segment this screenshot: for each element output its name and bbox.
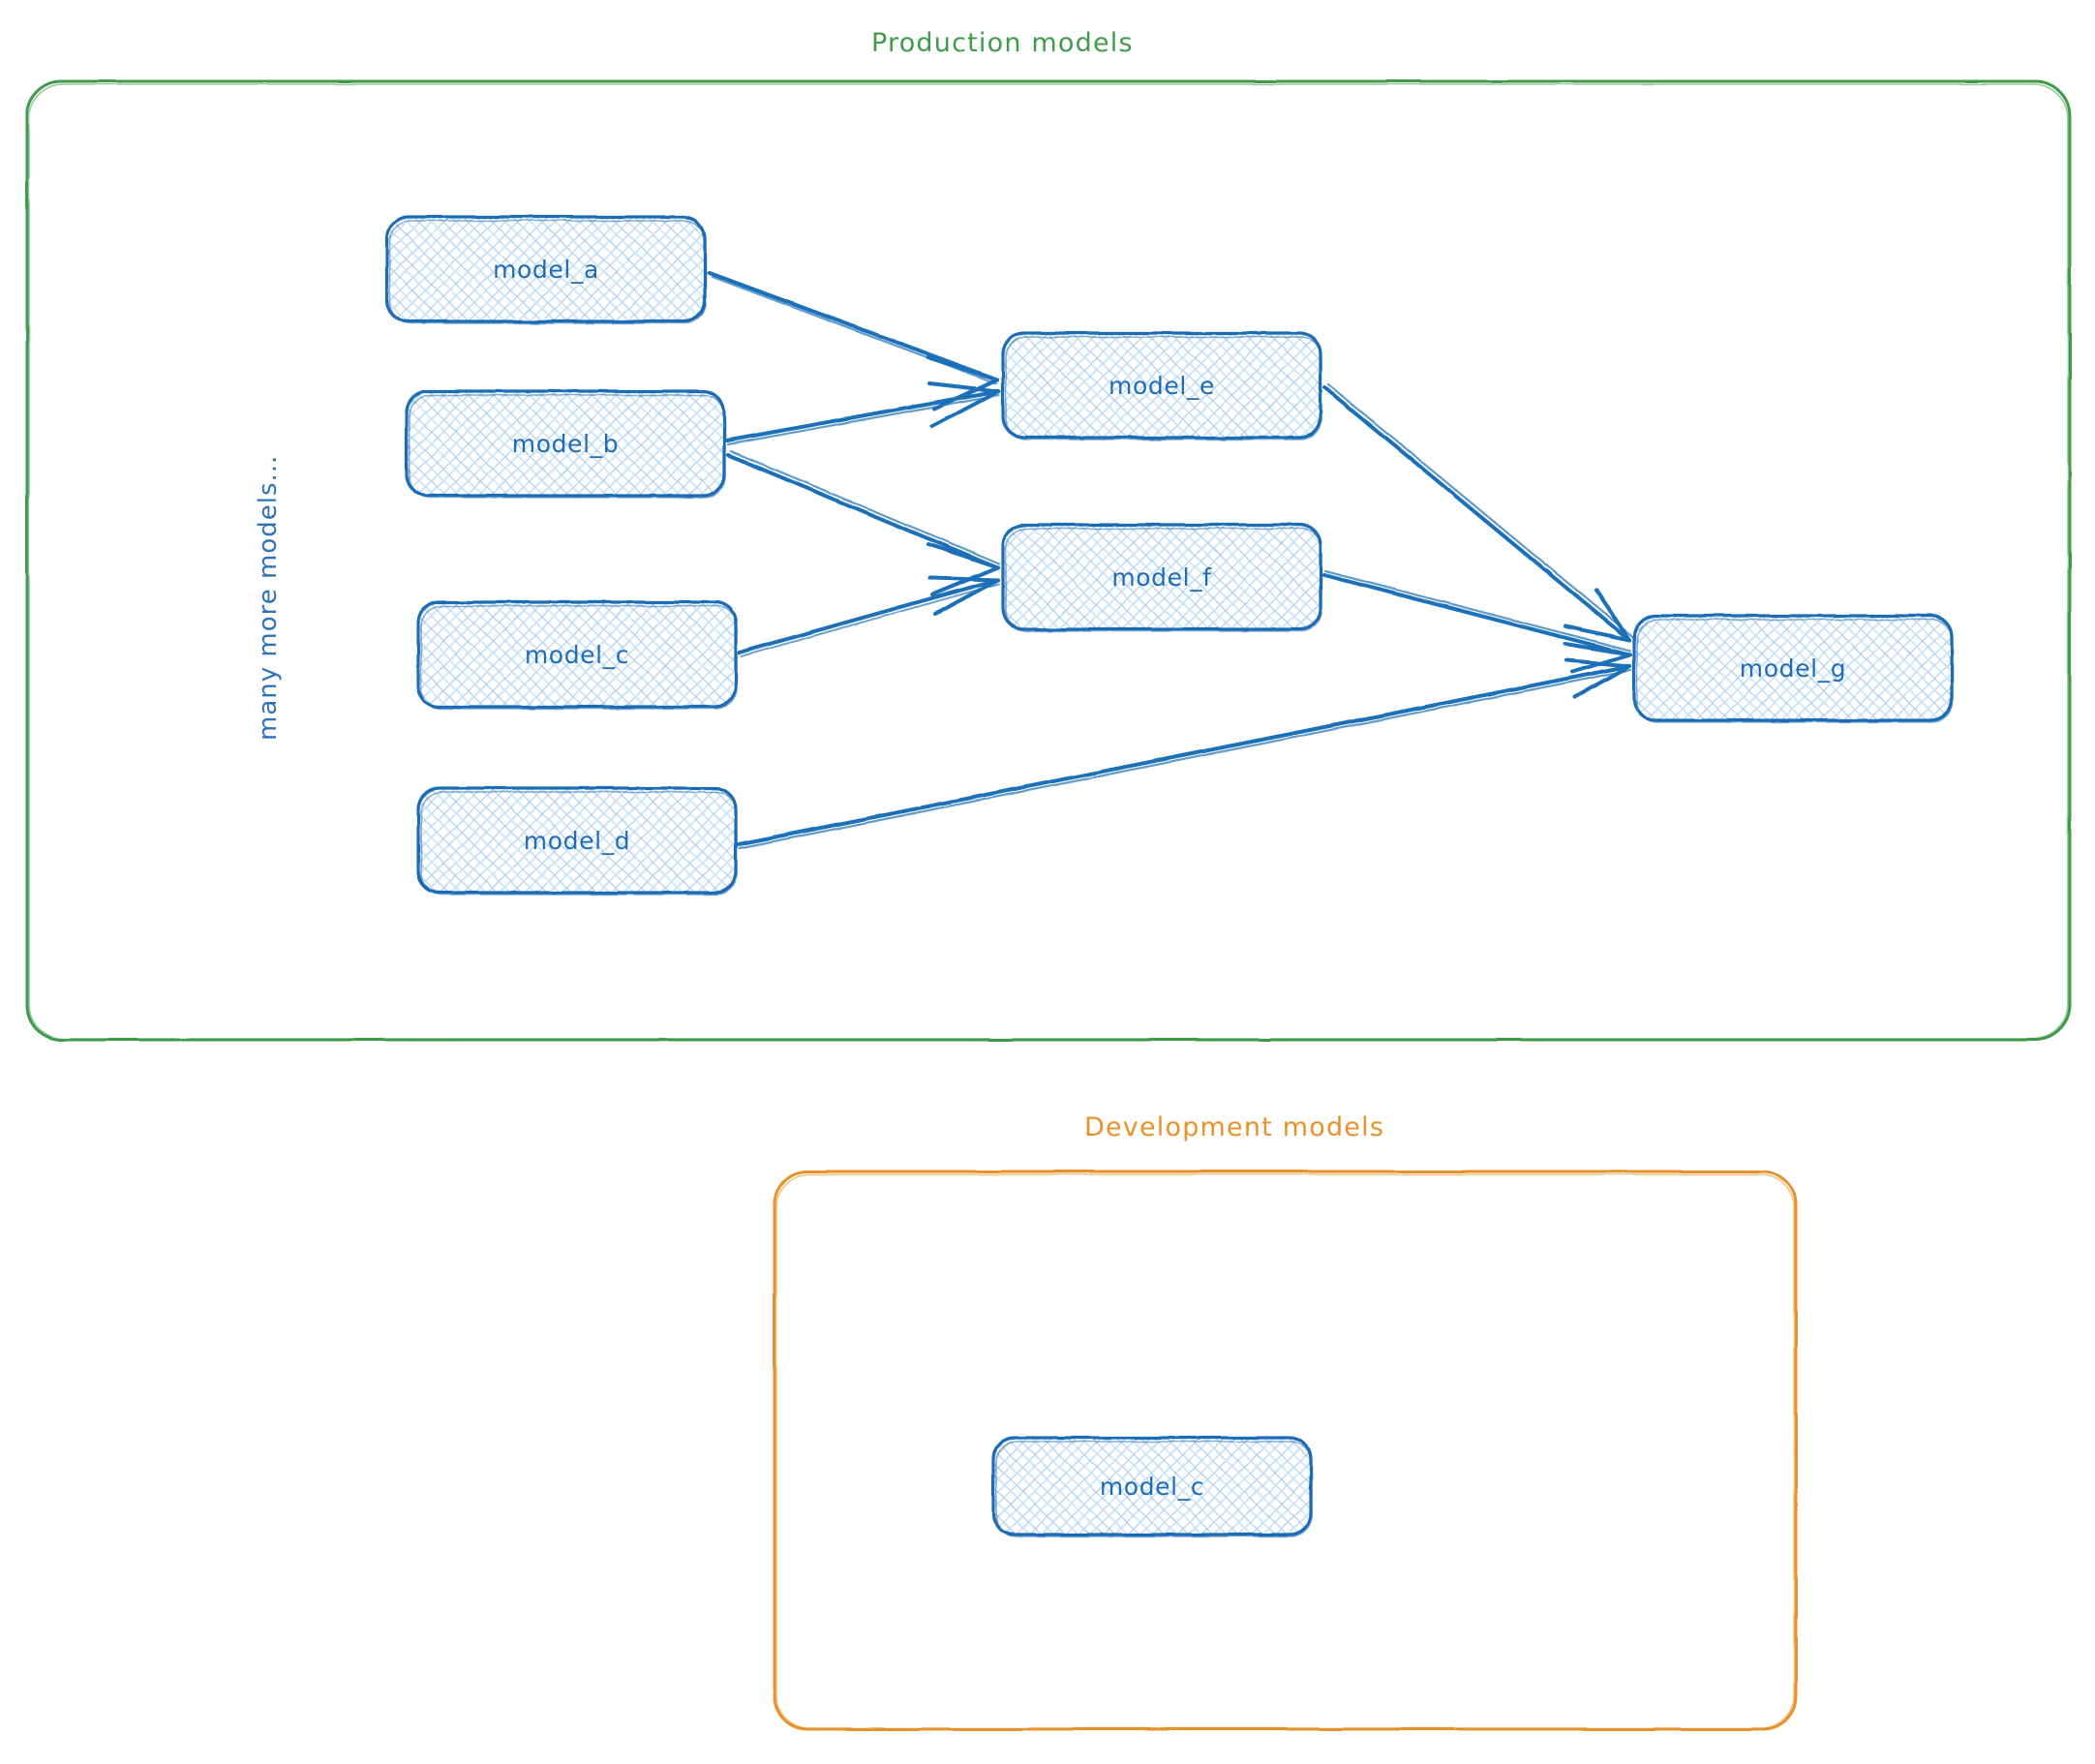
node-model_b[interactable]: model_b <box>405 389 726 499</box>
node-label: model_d <box>524 827 630 855</box>
edge-model_e-to-model_g <box>1322 382 1635 642</box>
node-model_a[interactable]: model_a <box>385 215 707 324</box>
node-model_c-production[interactable]: model_c <box>416 600 738 710</box>
node-label: model_g <box>1740 654 1846 683</box>
node-label: model_f <box>1111 563 1212 592</box>
node-model_c-development[interactable]: model_c <box>991 1436 1313 1537</box>
node-model_e[interactable]: model_e <box>1001 331 1322 441</box>
node-label: model_a <box>493 256 599 284</box>
many-more-models-note: many more models... <box>254 454 283 741</box>
edge-model_c-to-model_f <box>737 576 1000 657</box>
node-label: model_c <box>1100 1473 1204 1501</box>
development-group-border <box>773 1170 1798 1731</box>
node-label: model_b <box>512 430 619 458</box>
node-model_d[interactable]: model_d <box>416 786 738 896</box>
production-group-border <box>25 79 2072 1042</box>
node-label: model_e <box>1108 372 1215 400</box>
development-group-label: Development models <box>1084 1112 1385 1142</box>
edge-model_b-to-model_f <box>726 449 1001 596</box>
edge-model_b-to-model_f-upper <box>725 381 1000 446</box>
production-group-label: Production models <box>871 28 1134 58</box>
node-model_g[interactable]: model_g <box>1632 614 1954 723</box>
edge-model_d-to-model_g <box>737 658 1632 850</box>
node-model_f[interactable]: model_f <box>1001 523 1322 632</box>
node-label: model_c <box>525 641 629 669</box>
